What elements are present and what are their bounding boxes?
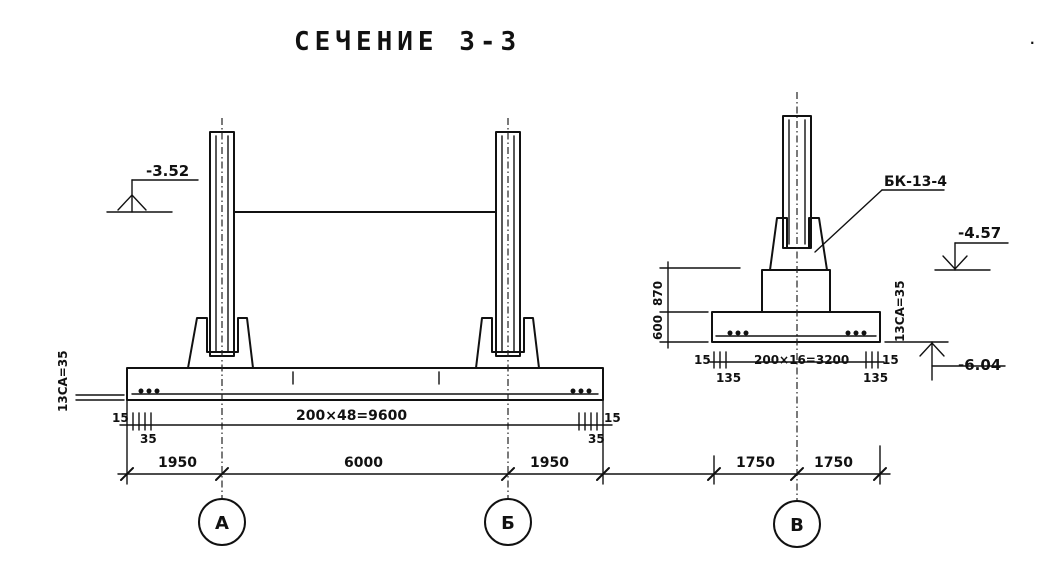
- height-lower: 600: [651, 315, 665, 340]
- beam-label: БК-13-4: [884, 174, 947, 190]
- right-rebar-label: 200×16=3200: [754, 353, 849, 367]
- left-rebar-label: 200×48=9600: [296, 408, 407, 424]
- level-right-top: -4.57: [958, 224, 1001, 242]
- right-cover-right: 135: [863, 371, 888, 385]
- left-frame: -3.52 13СА=35 15 35 200×48=9600 15 35: [56, 118, 621, 500]
- dim-1: 1950: [158, 455, 197, 471]
- axis-bubble-a: [198, 498, 246, 546]
- dim-2: 6000: [344, 455, 383, 471]
- dim-3: 1950: [530, 455, 569, 471]
- left-cover-right: 35: [588, 432, 605, 446]
- level-left: -3.52: [146, 162, 189, 180]
- section-title: СЕЧЕНИЕ 3-3: [294, 27, 521, 57]
- dim-5: 1750: [814, 455, 853, 471]
- axis-label-c: В: [790, 515, 804, 536]
- right-slab-note: 13СА=35: [893, 280, 907, 342]
- right-footing: БК-13-4 -4.57 -6.04 13СА=35 870 600 15 1…: [651, 92, 1009, 500]
- right-edge-left: 15: [694, 353, 711, 367]
- dim-4: 1750: [736, 455, 775, 471]
- left-footing-slab: [126, 367, 604, 401]
- axis-label-a: А: [215, 513, 229, 534]
- left-cover-left: 35: [140, 432, 157, 446]
- left-edge-left: 15: [112, 411, 129, 425]
- height-upper: 870: [651, 281, 665, 306]
- right-edge-right: 15: [882, 353, 899, 367]
- axis-bubble-b: [484, 498, 532, 546]
- left-slab-note: 13СА=35: [56, 350, 70, 412]
- left-edge-right: 15: [604, 411, 621, 425]
- dimension-chain: 1950 6000 1950 1750 1750: [117, 399, 891, 485]
- axis-bubble-c: [773, 500, 821, 548]
- right-cover-left: 135: [716, 371, 741, 385]
- right-footing-slab: [711, 311, 881, 343]
- axis-bubbles: А Б В: [198, 498, 821, 548]
- pedestal: [761, 269, 831, 313]
- level-right-bottom: -6.04: [958, 356, 1001, 374]
- socket-c: [769, 217, 828, 271]
- socket-a: [187, 317, 254, 369]
- axis-label-b: Б: [501, 513, 515, 534]
- stray-dot: ·: [1030, 36, 1035, 50]
